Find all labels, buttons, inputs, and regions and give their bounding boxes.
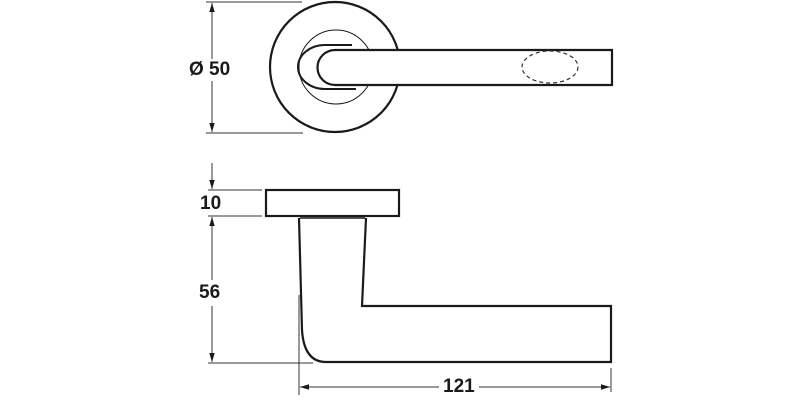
lever-shank-outer [297, 44, 356, 90]
label-rose-diameter: Ø 50 [187, 59, 233, 81]
top-view [206, 0, 614, 134]
label-rose-thickness: 10 [200, 193, 222, 215]
lever-profile [297, 217, 613, 364]
label-lever-height: 56 [199, 280, 221, 306]
rose-base-plate [264, 188, 401, 218]
lever-bar-top [316, 48, 614, 87]
side-view [208, 163, 613, 395]
label-lever-length: 121 [439, 376, 479, 398]
grip-ellipse-dashed [521, 50, 579, 84]
